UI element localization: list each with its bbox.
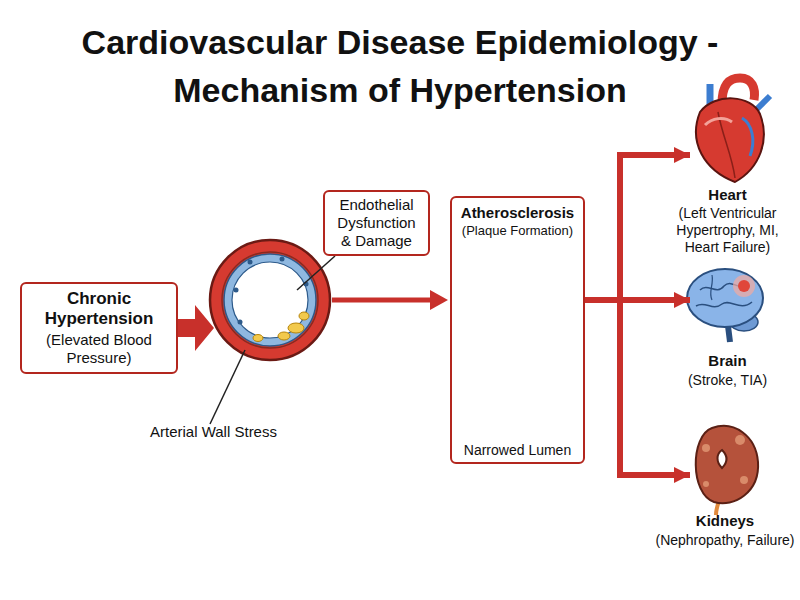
- node-heading: Brain: [650, 352, 800, 370]
- flow-connector: [585, 155, 690, 300]
- part-label: Arterial Wall Stress: [150, 423, 277, 440]
- node-heading: Endothelial Dysfunction & Damage: [331, 196, 422, 250]
- process-box: Chronic Hypertension(Elevated Blood Pres…: [20, 282, 178, 374]
- node-text: (Left Ventricular Hypertrophy, MI, Heart…: [665, 205, 790, 255]
- node-heading: Chronic Hypertension: [28, 289, 170, 330]
- flow-arrow: [178, 305, 214, 351]
- leader-line: [297, 256, 335, 290]
- node-text: (Nephropathy, Failure): [625, 532, 800, 549]
- flow-connector: [585, 300, 690, 475]
- kidney-illustration: [696, 426, 758, 515]
- flow-connector: [585, 297, 690, 303]
- node-text: Narrowed Lumen: [448, 442, 587, 459]
- node-text: (Elevated Blood Pressure): [28, 331, 170, 367]
- node-text: (Plaque Formation): [448, 223, 587, 239]
- organ-node: Brain(Stroke, TIA): [690, 260, 765, 340]
- flow-arrowhead: [430, 290, 448, 310]
- node-text: (Stroke, TIA): [650, 372, 800, 389]
- brain-illustration: [687, 269, 763, 342]
- callout-box: Endothelial Dysfunction & Damage: [323, 190, 430, 256]
- node-heading: Atherosclerosis: [448, 204, 587, 222]
- flow-arrow: [332, 298, 432, 303]
- stage-box: Atherosclerosis(Plaque Formation) Narrowe…: [450, 196, 585, 464]
- heart-illustration: [696, 78, 770, 182]
- diagram-title: Cardiovascular Disease Epidemiology - Me…: [0, 18, 800, 114]
- organ-node: Kidneys(Nephropathy, Failure): [690, 430, 765, 520]
- node-heading: Kidneys: [625, 512, 800, 530]
- organ-node: Heart(Left Ventricular Hypertrophy, MI, …: [690, 100, 765, 210]
- artery-cross-section: [210, 240, 330, 360]
- leader-line: [210, 350, 245, 424]
- node-heading: Heart: [665, 186, 790, 204]
